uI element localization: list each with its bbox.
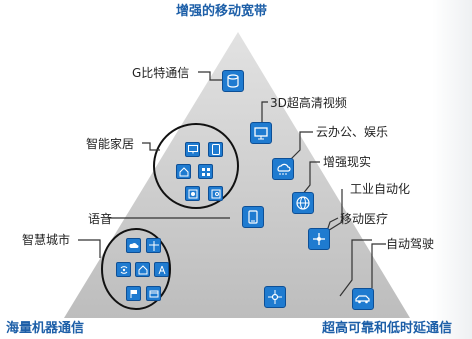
keypad-icon xyxy=(198,164,213,179)
flag-icon xyxy=(126,286,141,301)
smart-home-circle xyxy=(153,123,239,209)
phone-icon xyxy=(242,206,264,228)
label-g-bit: G比特通信 xyxy=(132,66,190,80)
safe-icon xyxy=(208,186,223,201)
label-3d-video: 3D超高清视频 xyxy=(270,96,347,110)
label-mobile-medical: 移动医疗 xyxy=(340,212,389,226)
monitor-icon xyxy=(250,122,272,144)
house-icon xyxy=(135,262,150,277)
label-voice: 语音 xyxy=(88,212,113,226)
cloud-people-icon xyxy=(272,158,294,180)
database-icon xyxy=(222,70,244,92)
car-icon xyxy=(352,288,374,310)
hub-icon xyxy=(264,286,286,308)
tablet-icon xyxy=(208,142,223,157)
label-smart-city: 智慧城市 xyxy=(22,233,71,247)
bottom-left-title: 海量机器通信 xyxy=(6,321,85,336)
home-icon xyxy=(176,164,191,179)
globe-icon xyxy=(292,192,314,214)
tv-icon xyxy=(185,142,200,157)
card-icon xyxy=(146,286,161,301)
smart-city-circle xyxy=(101,228,171,310)
label-cloud-office: 云办公、娱乐 xyxy=(316,125,389,139)
speaker-icon xyxy=(185,186,200,201)
label-smart-home: 智能家居 xyxy=(86,137,135,151)
wifi-icon xyxy=(116,262,131,277)
drone-icon xyxy=(308,228,330,250)
windmill-icon xyxy=(146,238,161,253)
connector-lines xyxy=(78,71,386,297)
label-industrial: 工业自动化 xyxy=(350,182,411,196)
top-title: 增强的移动宽带 xyxy=(176,4,268,19)
label-autonomous: 自动驾驶 xyxy=(386,237,435,251)
right-edge-shade xyxy=(432,0,472,339)
cloud-icon xyxy=(126,238,141,253)
tower-icon xyxy=(154,262,169,277)
label-ar: 增强现实 xyxy=(323,155,372,169)
bottom-right-title: 超高可靠和低时延通信 xyxy=(322,321,453,336)
